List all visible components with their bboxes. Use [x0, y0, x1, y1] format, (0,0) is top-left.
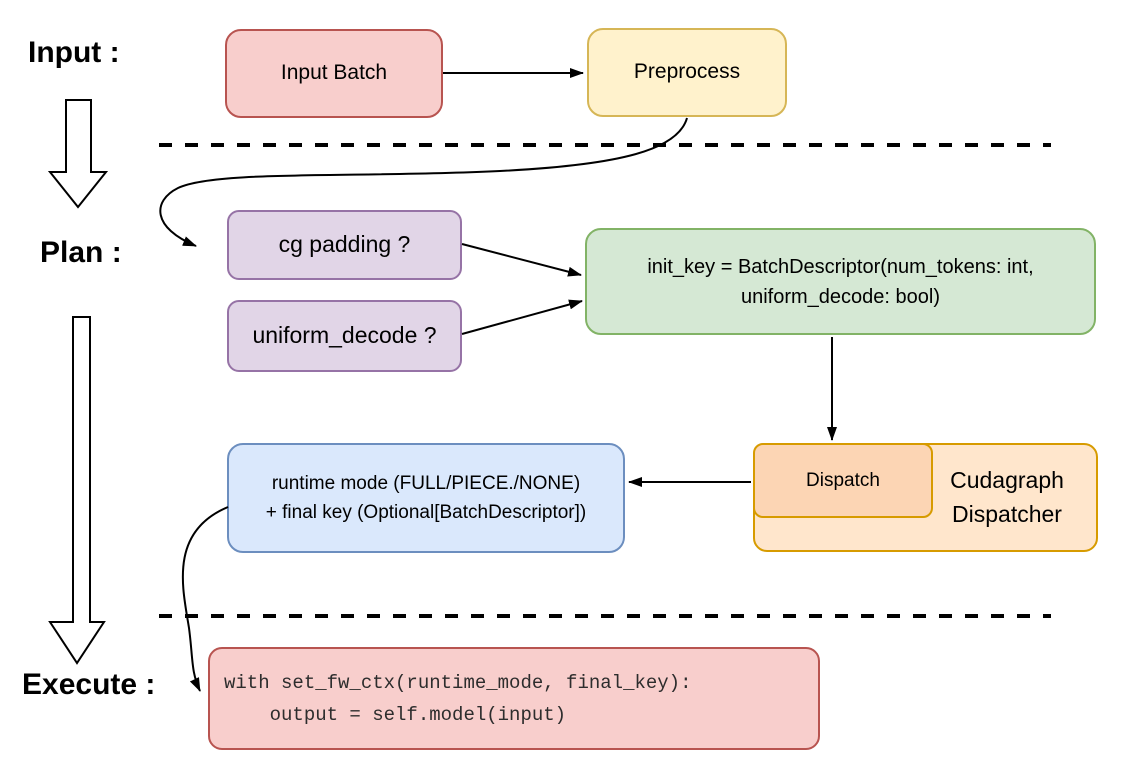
- node-cg-padding-label: cg padding ?: [278, 231, 411, 258]
- execute-code-line2: output = self.model(input): [224, 703, 567, 726]
- node-input-batch: Input Batch: [225, 29, 443, 118]
- cudagraph-dispatcher-text: Cudagraph Dispatcher: [918, 445, 1096, 550]
- node-init-key-line1: init_key = BatchDescriptor(num_tokens: i…: [647, 255, 1034, 278]
- node-init-key: init_key = BatchDescriptor(num_tokens: i…: [585, 228, 1096, 335]
- cudagraph-dispatcher-line1: Cudagraph: [950, 467, 1064, 494]
- execute-code-line1: with set_fw_ctx(runtime_mode, final_key)…: [224, 671, 692, 694]
- stage-label-execute: Execute :: [22, 668, 156, 701]
- node-execute-code: with set_fw_ctx(runtime_mode, final_key)…: [208, 647, 820, 750]
- node-input-batch-label: Input Batch: [280, 61, 388, 85]
- stage-arrow-input-to-plan: [47, 99, 109, 209]
- stage-arrow-plan-to-execute: [48, 316, 106, 665]
- node-dispatch: Dispatch: [753, 443, 933, 518]
- node-uniform-decode-label: uniform_decode ?: [252, 322, 437, 349]
- node-init-key-line2: uniform_decode: bool): [740, 285, 940, 308]
- node-preprocess: Preprocess: [587, 28, 787, 117]
- node-dispatch-label: Dispatch: [806, 469, 880, 491]
- node-preprocess-label: Preprocess: [633, 60, 741, 84]
- arrow-cgpadding-to-initkey: [461, 243, 582, 277]
- node-runtime-mode-line2: + final key (Optional[BatchDescriptor]): [265, 502, 587, 523]
- node-runtime-mode-line1: runtime mode (FULL/PIECE./NONE): [271, 472, 581, 494]
- stage-label-input: Input :: [28, 36, 120, 69]
- cudagraph-dispatcher-line2: Dispatcher: [952, 500, 1062, 527]
- node-cg-padding: cg padding ?: [227, 210, 462, 280]
- node-runtime-mode: runtime mode (FULL/PIECE./NONE) + final …: [227, 443, 625, 553]
- node-uniform-decode: uniform_decode ?: [227, 300, 462, 372]
- arrow-uniformdecode-to-initkey: [461, 299, 583, 335]
- stage-label-plan: Plan :: [40, 236, 122, 269]
